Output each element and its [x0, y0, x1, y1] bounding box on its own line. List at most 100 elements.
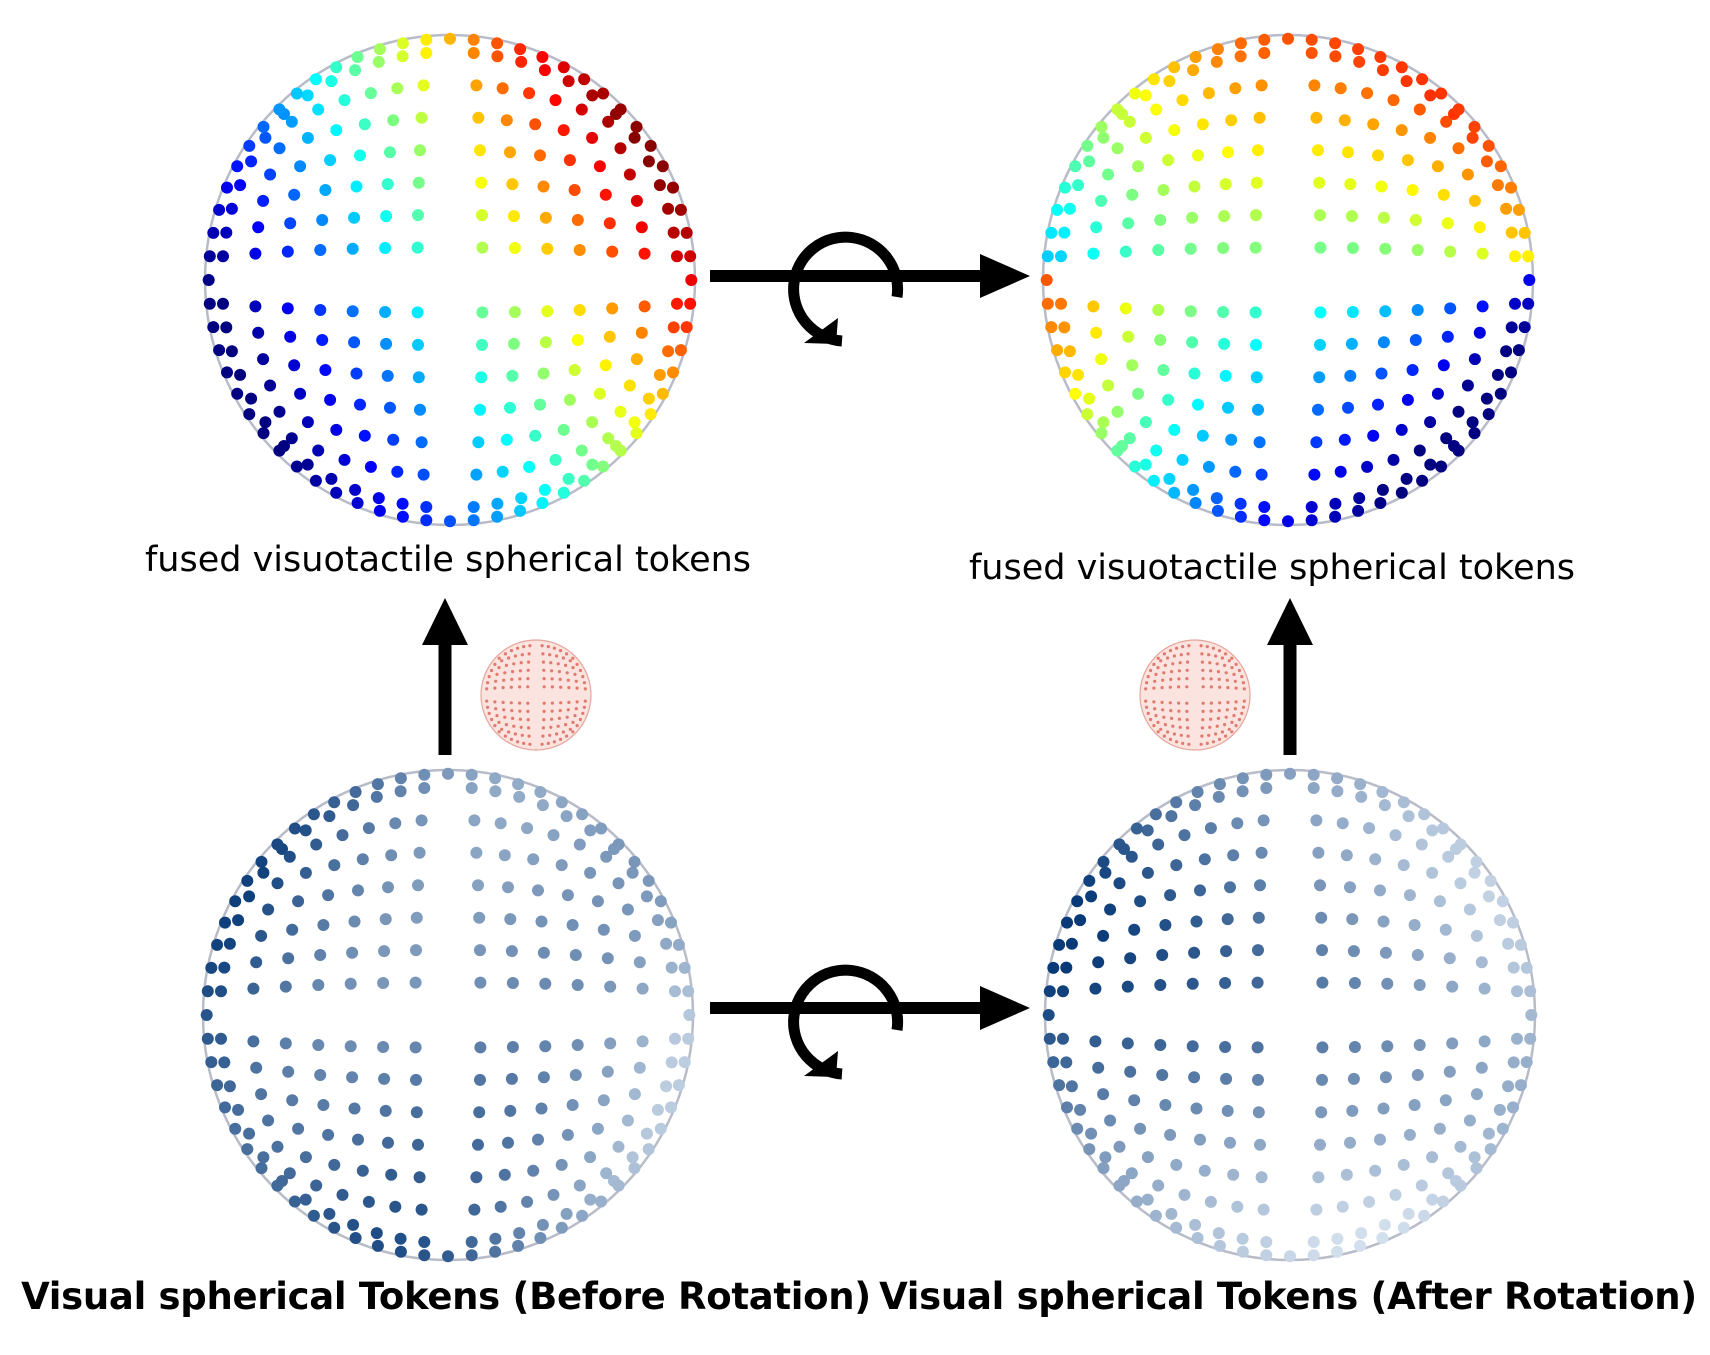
- token-dot: [1470, 1088, 1483, 1101]
- token-dot: [1221, 1104, 1234, 1117]
- token-dot: [1252, 144, 1264, 157]
- token-dot: [635, 326, 648, 339]
- token-dot: [385, 1168, 398, 1181]
- token-dot: [1437, 1195, 1450, 1208]
- token-dot: [1496, 1122, 1509, 1135]
- token-dot: [1338, 433, 1351, 446]
- token-dot: [415, 111, 428, 124]
- token-dot: [557, 61, 570, 74]
- tactile-dot: [1205, 645, 1209, 649]
- token-dot: [372, 55, 385, 68]
- token-dot: [498, 1168, 511, 1181]
- token-dot: [601, 1065, 614, 1078]
- token-dot: [467, 514, 480, 527]
- token-dot: [1150, 444, 1163, 457]
- token-dot: [1511, 985, 1523, 998]
- token-dot: [1058, 321, 1071, 334]
- token-dot: [1234, 50, 1247, 63]
- token-dot: [1157, 184, 1170, 196]
- token-dot: [549, 94, 562, 107]
- token-dot: [569, 1069, 582, 1081]
- token-dot: [1346, 242, 1359, 254]
- token-dot: [1331, 772, 1344, 785]
- token-dot: [515, 492, 528, 505]
- token-dot: [1468, 353, 1481, 366]
- token-dot: [1128, 460, 1141, 473]
- token-dot: [288, 359, 301, 372]
- token-dot: [314, 1069, 327, 1081]
- token-dot: [1187, 64, 1200, 77]
- token-dot: [604, 980, 617, 993]
- token-dot: [264, 168, 277, 181]
- token-dot: [1170, 796, 1183, 809]
- tactile-dot: [1156, 730, 1160, 734]
- token-dot: [205, 1056, 218, 1069]
- visual-sphere-before: [200, 767, 696, 1263]
- tactile-dot: [500, 659, 504, 663]
- token-dot: [1367, 118, 1380, 131]
- token-dot: [628, 1162, 641, 1175]
- token-dot: [330, 61, 343, 74]
- tactile-dot: [558, 709, 562, 713]
- token-dot: [1141, 1151, 1154, 1164]
- token-dot: [644, 139, 657, 152]
- tactile-dot: [557, 670, 562, 674]
- token-dot: [1431, 387, 1444, 400]
- token-dot: [1375, 367, 1388, 380]
- token-dot: [1482, 408, 1495, 421]
- token-dot: [229, 1122, 242, 1135]
- token-dot: [1387, 453, 1400, 466]
- token-dot: [1194, 1133, 1206, 1146]
- token-dot: [382, 881, 394, 894]
- token-dot: [1128, 87, 1141, 100]
- token-dot: [1512, 344, 1525, 357]
- token-dot: [1163, 472, 1176, 485]
- token-dot: [1482, 139, 1495, 152]
- token-dot: [1139, 416, 1152, 429]
- tactile-dot: [501, 686, 505, 690]
- token-dot: [338, 94, 351, 107]
- token-dot: [1211, 504, 1224, 517]
- fused-tokens-label-left: fused visuotactile spherical tokens: [144, 540, 752, 580]
- token-dot: [271, 1179, 284, 1192]
- tactile-dot: [507, 730, 511, 734]
- token-dot: [504, 401, 516, 414]
- token-dot: [344, 977, 357, 990]
- token-dot: [1130, 1195, 1143, 1208]
- tactile-dot: [578, 717, 583, 722]
- token-dot: [351, 497, 364, 509]
- token-dot: [310, 1179, 323, 1192]
- token-dot: [1065, 937, 1078, 950]
- token-dot: [1435, 87, 1448, 100]
- tactile-dot: [578, 668, 583, 673]
- token-dot: [1152, 838, 1165, 851]
- visual-tokens-after-label: Visual spherical Tokens (After Rotation): [879, 1275, 1697, 1318]
- token-dot: [573, 1179, 586, 1192]
- token-dot: [674, 344, 687, 357]
- token-dot: [532, 884, 544, 897]
- tactile-dot: [557, 716, 562, 721]
- token-dot: [529, 118, 542, 131]
- rotation-arrow-icon: [788, 231, 904, 347]
- token-dot: [1132, 160, 1145, 173]
- tactile-dot: [556, 724, 560, 728]
- token-dot: [309, 73, 322, 86]
- token-dot: [595, 1195, 608, 1208]
- token-dot: [1367, 429, 1380, 442]
- token-dot: [468, 814, 481, 827]
- token-dot: [373, 504, 386, 517]
- token-dot: [628, 1088, 641, 1101]
- tactile-dot: [1241, 705, 1245, 709]
- token-dot: [529, 429, 542, 442]
- tactile-dot: [526, 685, 530, 689]
- token-dot: [410, 944, 422, 957]
- token-dot: [599, 359, 612, 372]
- token-dot: [1413, 979, 1426, 991]
- tactile-dot: [1185, 685, 1189, 689]
- token-dot: [1507, 961, 1520, 974]
- tactile-dot: [549, 725, 553, 729]
- token-dot: [231, 160, 244, 173]
- tactile-dot: [1186, 734, 1190, 738]
- token-dot: [259, 131, 272, 144]
- token-dot: [1395, 124, 1408, 137]
